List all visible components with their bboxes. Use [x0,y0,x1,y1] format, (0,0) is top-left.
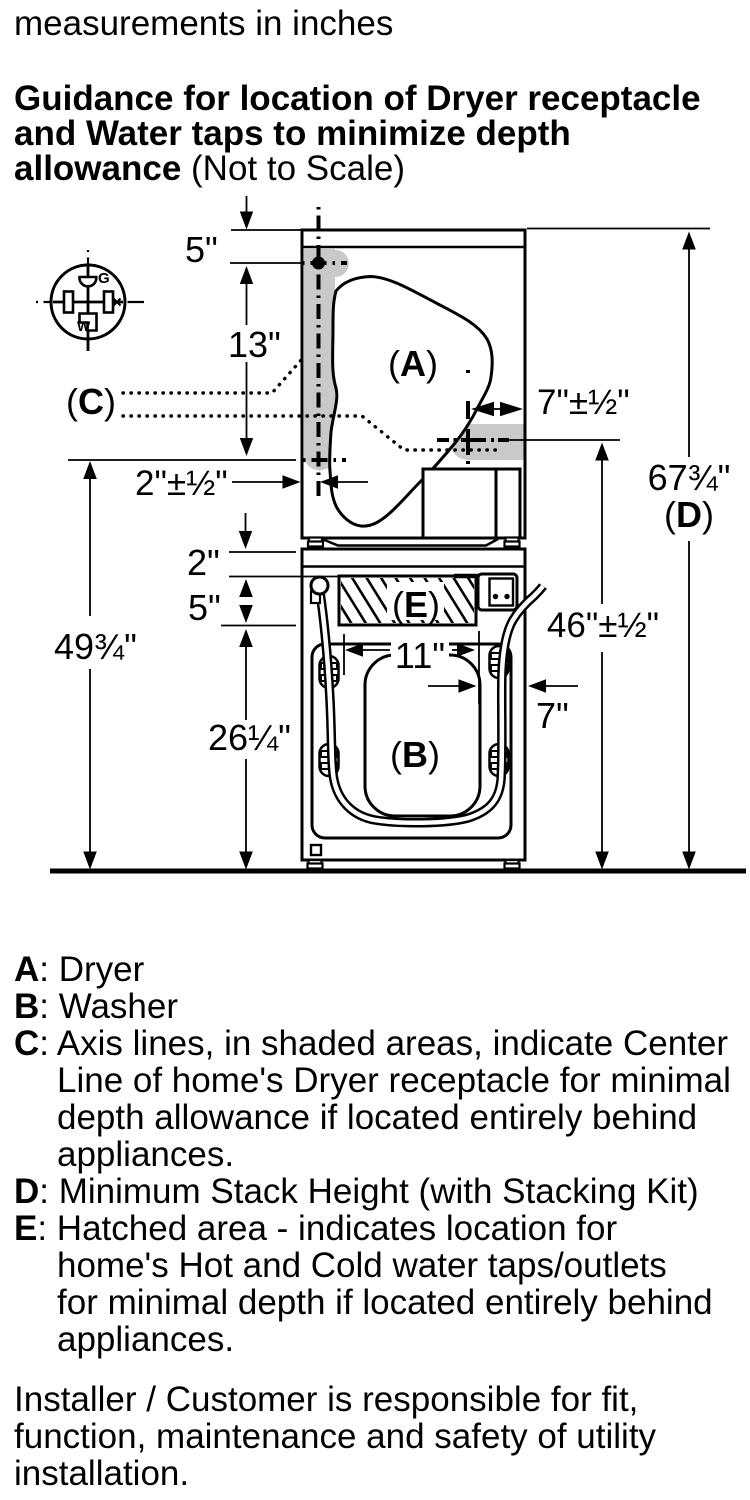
svg-text:(C): (C) [66,381,116,422]
svg-text:(B): (B) [390,734,440,775]
svg-text:7"±½": 7"±½" [537,383,630,422]
svg-text:13": 13" [228,324,281,365]
svg-text:(A): (A) [388,343,438,384]
svg-text:(E): (E) [392,584,440,625]
svg-text:67¾": 67¾" [648,457,731,498]
svg-text:(D): (D) [664,494,714,535]
svg-text:46"±½": 46"±½" [547,606,659,645]
svg-text:7": 7" [536,695,569,736]
svg-text:11": 11" [395,635,445,676]
svg-text:5": 5" [188,587,221,628]
svg-text:W: W [77,318,91,334]
svg-text:5": 5" [185,229,218,270]
svg-text:G: G [98,270,110,287]
svg-text:2": 2" [187,542,220,583]
svg-text:26¼": 26¼" [208,717,291,758]
svg-text:2"±½": 2"±½" [135,464,228,503]
svg-text:49¾": 49¾" [54,626,137,667]
